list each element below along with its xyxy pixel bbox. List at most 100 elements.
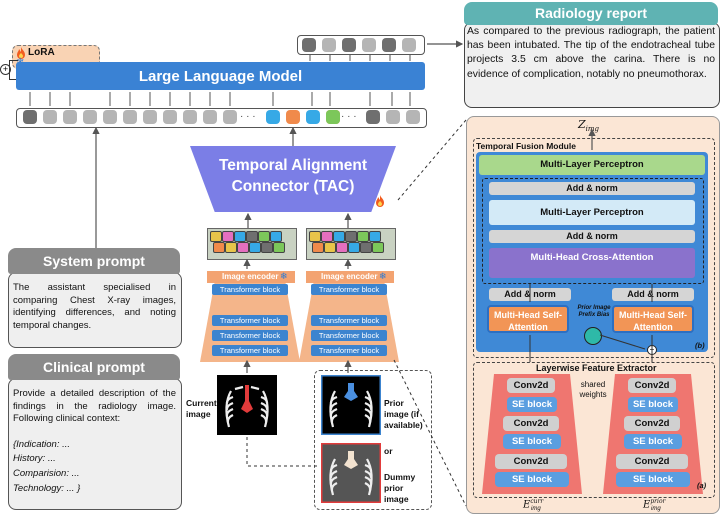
clinical-field-comparision: Comparision: ... [13,468,80,479]
ellipsis-2: · · · [341,111,357,122]
report-title-box [464,2,718,25]
grid-patch [249,242,261,253]
grid-patch [225,242,237,253]
output-token [362,38,376,52]
image-encoder-band-2 [306,271,394,283]
tfm-inner-box [482,178,704,284]
grid-patch [372,242,384,253]
tfm-title: Temporal Fusion Module [476,141,576,151]
grid-patch [237,242,249,253]
output-token [302,38,316,52]
current-image-label: Current image [186,398,217,419]
image-encoder-band-1 [207,271,295,283]
system-prompt-title: System prompt [43,253,145,269]
grid-patch [324,242,336,253]
grid-patch [345,231,357,242]
llm-block [16,62,425,90]
prior-xray-image [321,375,381,435]
transformer-block: Transformer block [212,315,288,326]
clinical-prompt-title-box [8,354,180,380]
input-token [286,110,300,124]
transformer-block: Transformer block [212,345,288,356]
e-curr-label: Ecurr [523,498,543,510]
dummy-image-label: Dummy prior image [384,472,416,504]
conv2d-block: Conv2d [503,416,559,431]
clinical-field-indication: {Indication: ... [13,439,71,450]
input-token [406,110,420,124]
tfm-self-attention-left: Multi-Head Self-Attention [487,305,569,333]
image-encoder-label-2: Image encoder [321,272,378,281]
e-curr-superscript: curr [530,498,544,505]
report-text: As compared to the previous radiograph, … [467,26,715,80]
input-token [326,110,340,124]
clinical-field-technology: Technology: ... } [13,483,81,494]
grid-patch [222,231,234,242]
conv2d-block: Conv2d [495,454,567,469]
ellipsis-1: · · · [240,111,256,122]
grid-patch [348,242,360,253]
input-token [223,110,237,124]
prefix-bias-label: Prior Image Prefix Bias [577,305,611,318]
se-block: SE block [495,472,569,487]
system-prompt-panel [8,272,182,348]
tfm-tag-b: (b) [695,341,705,350]
system-prompt-title-box [8,248,180,274]
input-token [43,110,57,124]
grid-patch [246,231,258,242]
report-title: Radiology report [534,5,647,21]
tfm-mlp-inner: Multi-Layer Perceptron [489,200,695,225]
conv2d-block: Conv2d [624,416,680,431]
transformer-block: Transformer block [311,330,387,341]
grid-patch [261,242,273,253]
grid-patch [360,242,372,253]
tac-line2: Connector (TAC) [231,178,355,195]
lora-connector [9,60,18,80]
grid-patch [309,231,321,242]
tfm-cross-attention: Multi-Head Cross-Attention [489,248,695,278]
conv2d-block: Conv2d [628,378,676,393]
grid-patch [312,242,324,253]
e-curr-symbol: E [523,499,531,511]
grid-patch [270,231,282,242]
grid-patch [321,231,333,242]
tfm-self-attention-right: Multi-Head Self-Attention [612,305,694,333]
input-token-bar [16,108,427,128]
conv2d-block: Conv2d [507,378,555,393]
conv2d-block: Conv2d [616,454,688,469]
e-curr-subscript: img [531,506,541,512]
grid-patch [369,231,381,242]
plus-circle-icon: + [0,64,11,75]
grid-patch [333,231,345,242]
grid-patch [234,231,246,242]
tfm-add-norm-right: Add & norm [612,288,694,301]
se-block: SE block [616,472,690,487]
tfm-add-norm-1: Add & norm [489,182,695,195]
input-token [23,110,37,124]
se-block: SE block [507,397,557,412]
lfe-outer-box [473,362,715,498]
current-xray-image [217,375,277,435]
transformer-block: Transformer block [311,284,387,295]
input-token [63,110,77,124]
output-token [342,38,356,52]
input-token [103,110,117,124]
llm-title: Large Language Model [138,68,303,85]
shared-weights-label: shared weights [579,380,607,399]
e-prior-subscript: img [651,506,661,512]
dummy-prior-xray-image [321,443,381,503]
se-block: SE block [624,434,682,449]
e-prior-label: Eprior [643,498,665,510]
grid-patch [258,231,270,242]
grid-patch [210,231,222,242]
grid-patch [213,242,225,253]
grid-patch [273,242,285,253]
report-panel [464,22,720,108]
output-token [322,38,336,52]
output-token [402,38,416,52]
transformer-block: Transformer block [311,345,387,356]
input-token [83,110,97,124]
tfm-mlp-top: Multi-Layer Perceptron [479,155,705,175]
tfm-outer-box [473,138,715,358]
clinical-prompt-panel [8,378,182,510]
